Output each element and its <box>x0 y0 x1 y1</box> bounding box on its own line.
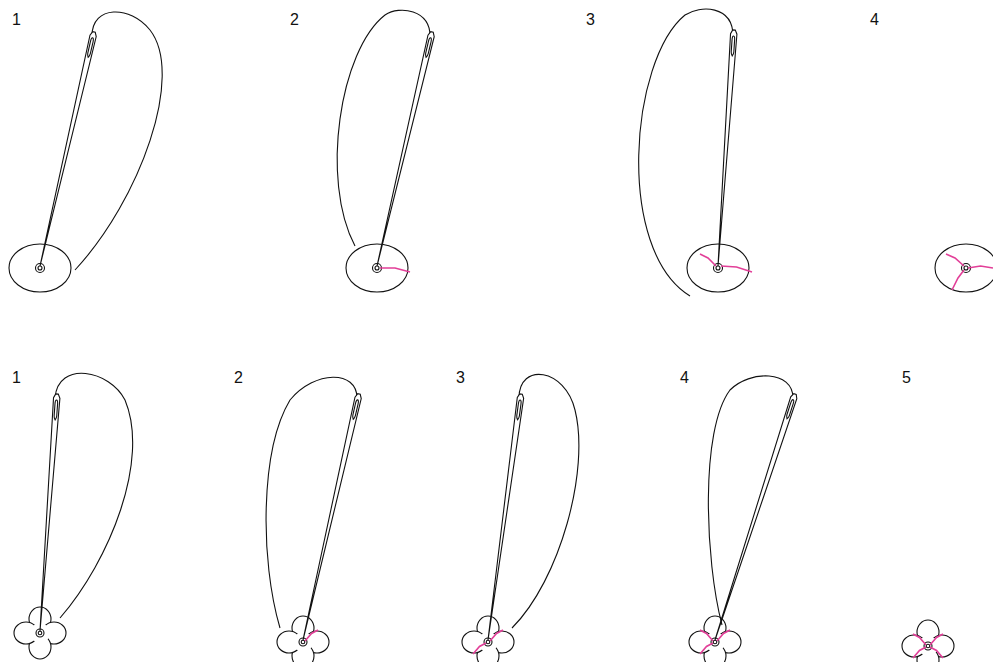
stitch <box>700 643 713 654</box>
needle-eye <box>54 400 58 420</box>
step-number: 4 <box>680 370 689 386</box>
button-hole <box>716 266 720 270</box>
step-number: 1 <box>12 12 21 28</box>
stitch <box>930 634 943 645</box>
step-number: 5 <box>902 370 911 386</box>
round-button <box>346 244 408 292</box>
thread <box>266 377 357 628</box>
button-hole <box>38 266 42 270</box>
stitch <box>700 254 716 266</box>
round-button <box>935 244 993 292</box>
needle-eye <box>426 38 432 57</box>
stitch <box>717 630 730 641</box>
stitch <box>380 268 410 272</box>
flower-button <box>14 607 66 659</box>
stitch <box>952 270 964 290</box>
needle-eye <box>731 36 734 56</box>
step-number: 3 <box>586 12 595 28</box>
stitch <box>473 643 486 654</box>
flower-button <box>902 620 954 662</box>
round-button <box>9 244 71 292</box>
stitch <box>721 266 752 272</box>
needle <box>718 30 737 266</box>
needle <box>40 32 96 266</box>
needle-eye <box>88 38 94 58</box>
needle <box>715 394 797 640</box>
needle <box>377 32 434 266</box>
stitch <box>946 254 964 266</box>
step-number: 4 <box>870 12 879 28</box>
step-number: 3 <box>456 370 465 386</box>
needle <box>40 394 60 631</box>
stitch <box>305 630 318 641</box>
stitch <box>913 634 926 645</box>
step-number: 2 <box>290 12 299 28</box>
stitch <box>700 630 713 641</box>
button-hole <box>375 266 379 270</box>
stitch <box>930 647 943 658</box>
button-hole <box>964 266 968 270</box>
needle <box>488 394 524 640</box>
step-number: 1 <box>12 370 21 386</box>
thread <box>708 376 793 625</box>
thread <box>75 12 162 270</box>
stitch <box>490 630 503 641</box>
step-number: 2 <box>234 370 243 386</box>
thread <box>55 373 133 618</box>
thread <box>337 10 430 246</box>
stitch <box>968 266 993 268</box>
stitch <box>913 647 926 658</box>
needle-eye <box>787 400 794 419</box>
needle <box>303 394 361 640</box>
needle-eye <box>517 400 521 420</box>
needle-eye <box>353 400 359 420</box>
